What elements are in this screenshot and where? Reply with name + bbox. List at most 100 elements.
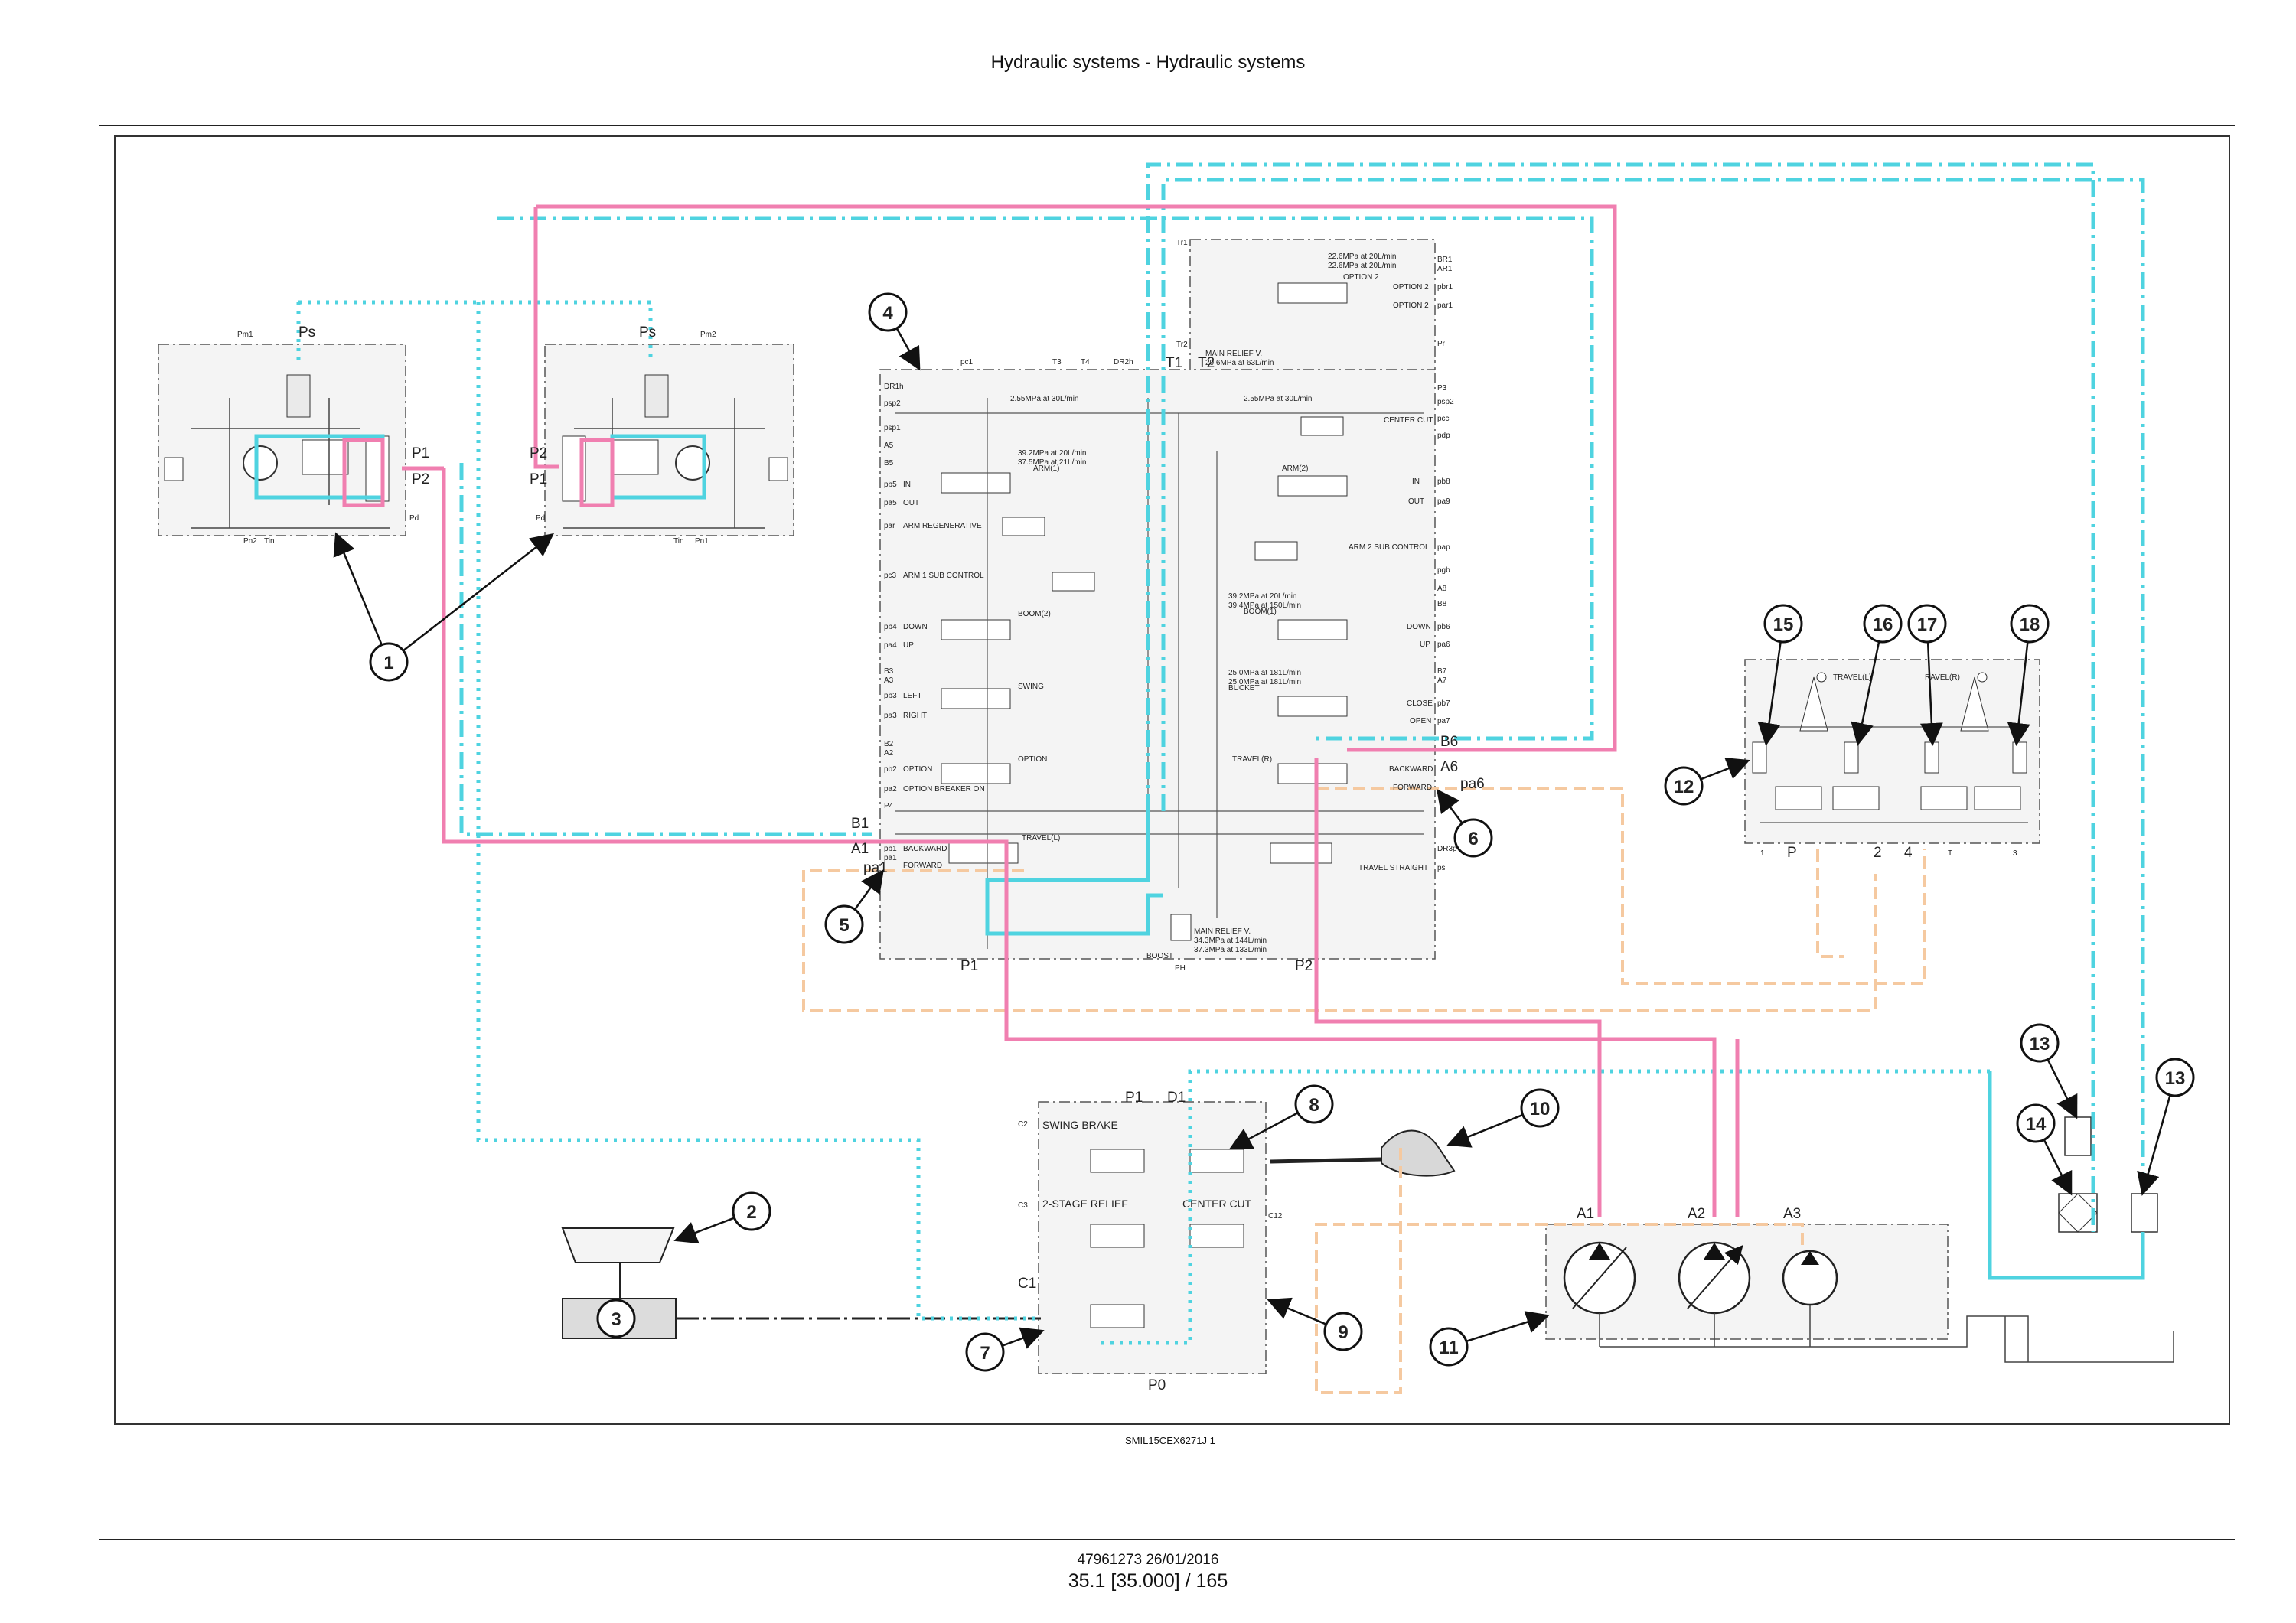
svg-text:FORWARD: FORWARD — [903, 862, 942, 870]
port-c2-sol: C2 — [1018, 1120, 1028, 1129]
svg-text:SWING: SWING — [1018, 683, 1044, 691]
callout-circle — [1323, 1312, 1363, 1351]
svg-text:B2: B2 — [884, 740, 894, 748]
callout-18: 18 — [2020, 614, 2040, 635]
svg-text:OUT: OUT — [903, 499, 919, 507]
callout-circle — [965, 1332, 1005, 1372]
callout-leader — [2137, 1094, 2171, 1196]
callout-11: 11 — [1439, 1338, 1458, 1358]
svg-text:39.2MPa at 20L/min: 39.2MPa at 20L/min — [1228, 592, 1297, 601]
svg-text:pa2: pa2 — [884, 785, 897, 794]
svg-text:psp1: psp1 — [884, 424, 901, 432]
svg-text:UP: UP — [1420, 640, 1430, 649]
port-tin-left: Tin — [264, 537, 275, 546]
svg-text:A2: A2 — [884, 749, 894, 758]
callout-leader — [1267, 1297, 1327, 1325]
svg-text:pb6: pb6 — [1437, 623, 1450, 631]
port-a3-pump: A3 — [1783, 1206, 1801, 1222]
svg-text:pa9: pa9 — [1437, 497, 1450, 506]
port-4-travel: 4 — [1904, 845, 1913, 861]
callout-circle — [596, 1299, 636, 1338]
svg-text:ARM 2 SUB CONTROL: ARM 2 SUB CONTROL — [1349, 543, 1430, 552]
svg-text:22.6MPa at 20L/min: 22.6MPa at 20L/min — [1328, 262, 1397, 270]
svg-text:DOWN: DOWN — [1407, 623, 1431, 631]
callout-leader — [2043, 1139, 2073, 1196]
callout-leader — [1228, 1112, 1299, 1150]
svg-text:P4: P4 — [884, 802, 894, 810]
port-pn1: Pn1 — [695, 537, 709, 546]
main-control-valve — [879, 239, 1436, 960]
svg-text:IN: IN — [903, 481, 911, 489]
svg-text:A3: A3 — [884, 676, 894, 685]
port-pd-right: Pd — [536, 514, 545, 523]
svg-text:LEFT: LEFT — [903, 692, 921, 700]
svg-text:Tr1: Tr1 — [1176, 239, 1188, 247]
port-c1-sol: C1 — [1018, 1276, 1036, 1292]
svg-text:20.6MPa at 63L/min: 20.6MPa at 63L/min — [1205, 359, 1274, 367]
callout-leader — [1437, 788, 1463, 824]
port-p0-sol: P0 — [1148, 1377, 1166, 1393]
svg-text:B5: B5 — [884, 459, 894, 468]
callout-13: 13 — [2030, 1034, 2050, 1054]
callout-5: 5 — [839, 915, 849, 936]
footer-rule — [99, 1539, 2235, 1540]
callout-leader — [2047, 1058, 2078, 1119]
label-center-cut: CENTER CUT — [1182, 1198, 1252, 1210]
cv-right-labels: OPTION 2 OPTION 2 OPTION 2 CENTER CUT IN… — [1146, 253, 1457, 973]
svg-text:AR1: AR1 — [1437, 265, 1453, 273]
callout-leader — [854, 869, 884, 911]
callout-3: 3 — [611, 1309, 621, 1330]
callout-leader — [2007, 641, 2030, 746]
callout-circle — [868, 292, 908, 332]
port-a2-pump: A2 — [1688, 1206, 1705, 1222]
svg-text:pa6: pa6 — [1437, 640, 1450, 649]
callout-leader — [403, 533, 554, 652]
callout-leader — [1446, 1113, 1524, 1148]
callout-circle — [1907, 604, 1947, 644]
svg-text:OPTION: OPTION — [1018, 755, 1047, 764]
svg-text:pb8: pb8 — [1437, 477, 1450, 486]
callout-circle — [1429, 1327, 1469, 1367]
svg-text:OPTION 2: OPTION 2 — [1393, 301, 1429, 310]
svg-text:BUCKET: BUCKET — [1228, 684, 1260, 693]
callout-17: 17 — [1917, 614, 1938, 635]
port-a1-pump: A1 — [1577, 1206, 1594, 1222]
callout-9: 9 — [1338, 1322, 1348, 1343]
svg-text:par: par — [884, 522, 895, 530]
svg-text:TRAVEL(L): TRAVEL(L) — [1022, 834, 1060, 842]
svg-text:37.3MPa at 133L/min: 37.3MPa at 133L/min — [1194, 946, 1267, 954]
callout-circle — [1763, 604, 1803, 644]
drain-lines — [802, 787, 1926, 1394]
svg-text:ARM REGENERATIVE: ARM REGENERATIVE — [903, 522, 982, 530]
travel-valve-block — [1744, 659, 2040, 844]
port-c12-sol: C12 — [1268, 1212, 1283, 1221]
svg-text:A7: A7 — [1437, 676, 1447, 685]
callout-circle — [2020, 1023, 2060, 1063]
svg-text:2.55MPa at 30L/min: 2.55MPa at 30L/min — [1244, 395, 1313, 403]
callout-13: 13 — [2165, 1068, 2186, 1089]
callout-circle — [1520, 1088, 1560, 1128]
callout-leader — [1919, 641, 1943, 746]
svg-text:25.0MPa at 181L/min: 25.0MPa at 181L/min — [1228, 669, 1301, 677]
svg-text:P3: P3 — [1437, 384, 1447, 393]
svg-text:BR1: BR1 — [1437, 256, 1453, 264]
svg-text:TRAVEL(R): TRAVEL(R) — [1232, 755, 1272, 764]
callout-leader — [895, 328, 921, 371]
label-travel-l: TRAVEL(L) — [1833, 673, 1871, 682]
svg-text:pa1: pa1 — [884, 854, 897, 862]
callout-12: 12 — [1674, 777, 1694, 797]
port-b1: B1 — [851, 816, 869, 832]
port-ps-right: Ps — [639, 324, 656, 341]
svg-text:DOWN: DOWN — [903, 623, 928, 631]
svg-text:CLOSE: CLOSE — [1407, 699, 1433, 708]
svg-text:UP: UP — [903, 641, 914, 650]
svg-text:pb7: pb7 — [1437, 699, 1450, 708]
callout-circle — [1294, 1084, 1334, 1124]
main-pump-unit — [1545, 1224, 2029, 1362]
port-t2: T2 — [1198, 355, 1215, 371]
svg-text:A5: A5 — [884, 442, 894, 450]
port-2-travel: 2 — [1874, 845, 1882, 861]
svg-text:pc3: pc3 — [884, 572, 897, 580]
